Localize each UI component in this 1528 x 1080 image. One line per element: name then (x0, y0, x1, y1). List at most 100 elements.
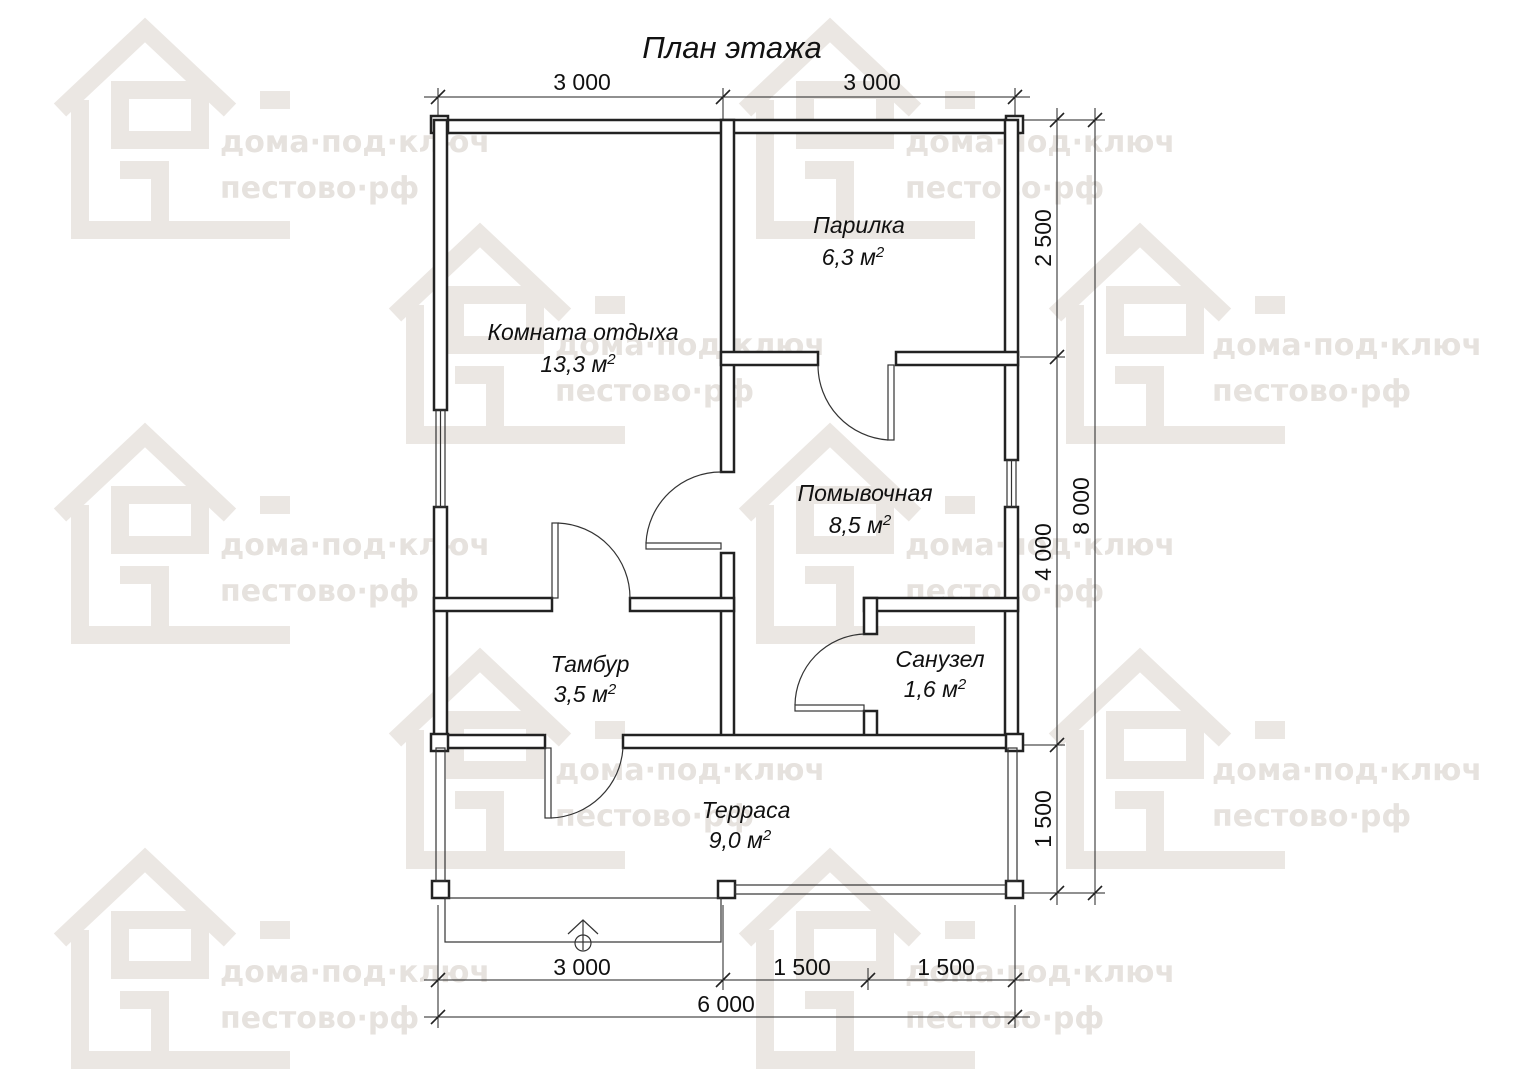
watermark-text: пестово·рф (905, 1001, 1104, 1036)
watermark-text: дома·под·ключ (905, 528, 1175, 563)
wall (719, 551, 736, 747)
room-labels: Комната отдыха 13,3 м2 Парилка 6,3 м2 По… (487, 212, 984, 853)
watermark-text: пестово·рф (1212, 374, 1411, 409)
railing (1007, 747, 1018, 882)
doors (544, 364, 895, 819)
room-area: 3,5 м (554, 681, 608, 707)
room-komnata-otdykha: Комната отдыха 13,3 м2 (487, 319, 678, 377)
watermark-text: дома·под·ключ (905, 955, 1175, 990)
watermark-layer: дома·под·ключ пестово·рф дома·под·ключ п… (53, 17, 1482, 1069)
wall (719, 118, 736, 474)
watermark-text: дома·под·ключ (220, 528, 490, 563)
door (544, 747, 624, 819)
watermark-house-icon (53, 17, 290, 239)
room-area-unit-sup: 2 (607, 681, 617, 698)
wall (1003, 118, 1020, 462)
room-sanuzel: Санузел 1,6 м2 (895, 646, 984, 702)
watermark-text: пестово·рф (1212, 799, 1411, 834)
entrance-marker (574, 934, 592, 952)
wall (432, 596, 554, 613)
dimension-label: 1 500 (1030, 790, 1056, 848)
wall (862, 596, 879, 636)
wall-post (1004, 732, 1025, 753)
room-name: Комната отдыха (487, 319, 678, 345)
dimension-label: 4 000 (1030, 523, 1056, 581)
room-name: Парилка (813, 212, 905, 238)
windows (435, 409, 1018, 952)
watermark-text: дома·под·ключ (220, 955, 490, 990)
room-name: Санузел (895, 646, 984, 672)
walls (429, 114, 1025, 900)
svg-text:13,3 м2: 13,3 м2 (540, 351, 616, 378)
dimension-label: 8 000 (1068, 477, 1094, 535)
room-tambur: Тамбур 3,5 м2 (551, 651, 630, 707)
dimension-label: 1 500 (917, 954, 975, 980)
dimension-label: 3 000 (553, 69, 611, 95)
wall (432, 505, 449, 749)
room-name: Терраса (702, 797, 791, 823)
watermark-house-icon (738, 17, 975, 239)
watermark-house-icon (738, 847, 975, 1069)
room-name: Помывочная (797, 480, 932, 506)
svg-text:9,0 м2: 9,0 м2 (709, 827, 772, 854)
railing (734, 884, 1007, 895)
watermark-text: пестово·рф (220, 574, 419, 609)
bottom-dimension: 3 000 1 500 1 500 6 000 (424, 905, 1030, 1028)
room-parilka: Парилка 6,3 м2 (813, 212, 905, 270)
watermark-text: дома·под·ключ (1212, 328, 1482, 363)
wall (1003, 505, 1020, 749)
room-name: Тамбур (551, 651, 630, 677)
watermark-house-icon (388, 647, 625, 869)
wall (621, 733, 1020, 750)
watermark-text: пестово·рф (220, 1001, 419, 1036)
room-terrasa: Терраса 9,0 м2 (702, 797, 791, 853)
watermark-house-icon (388, 222, 625, 444)
door (794, 633, 865, 712)
wall (862, 596, 1020, 613)
plan-title: План этажа (642, 30, 821, 65)
terrace-post (430, 879, 451, 900)
dimension-label: 2 500 (1030, 209, 1056, 267)
room-area-unit-sup: 2 (875, 244, 885, 261)
watermark-house-icon (53, 422, 290, 644)
watermark-house-icon (1048, 222, 1285, 444)
watermark-house-icon (53, 847, 290, 1069)
room-area-unit-sup: 2 (606, 351, 616, 368)
dimension-label: 3 000 (843, 69, 901, 95)
room-area-unit-sup: 2 (762, 827, 772, 844)
watermark-text: пестово·рф (220, 171, 419, 206)
wall (894, 350, 1020, 367)
door (817, 364, 895, 441)
room-area: 13,3 м (540, 351, 607, 377)
room-area-unit-sup: 2 (882, 512, 892, 529)
right-dimension: 2 500 4 000 1 500 8 000 (1020, 108, 1105, 905)
wall (432, 118, 449, 412)
svg-text:8,5 м2: 8,5 м2 (829, 512, 892, 539)
wall-post (429, 732, 450, 753)
dimension-label: 1 500 (773, 954, 831, 980)
watermark-text: пестово·рф (555, 799, 754, 834)
wall (719, 350, 820, 367)
svg-text:6,3 м2: 6,3 м2 (822, 244, 885, 271)
watermark-text: дома·под·ключ (1212, 753, 1482, 788)
wall (628, 596, 736, 613)
room-area: 8,5 м (829, 512, 883, 538)
top-dimension: 3 000 3 000 (424, 69, 1030, 120)
watermark-house-icon (1048, 647, 1285, 869)
room-area: 1,6 м (904, 676, 958, 702)
room-area: 9,0 м (709, 827, 763, 853)
room-area-unit-sup: 2 (957, 676, 967, 693)
room-area: 6,3 м (822, 244, 876, 270)
wall (432, 733, 547, 750)
door (551, 522, 631, 599)
dimension-label: 3 000 (553, 954, 611, 980)
svg-text:3,5 м2: 3,5 м2 (554, 681, 617, 708)
door (645, 471, 722, 550)
watermark-house-icon (738, 422, 975, 644)
terrace-post (716, 879, 737, 900)
room-pomyvochnaya: Помывочная 8,5 м2 (797, 480, 932, 538)
watermark-text: дома·под·ключ (555, 753, 825, 788)
dimension-label: 6 000 (697, 991, 755, 1017)
svg-text:1,6 м2: 1,6 м2 (904, 676, 967, 703)
